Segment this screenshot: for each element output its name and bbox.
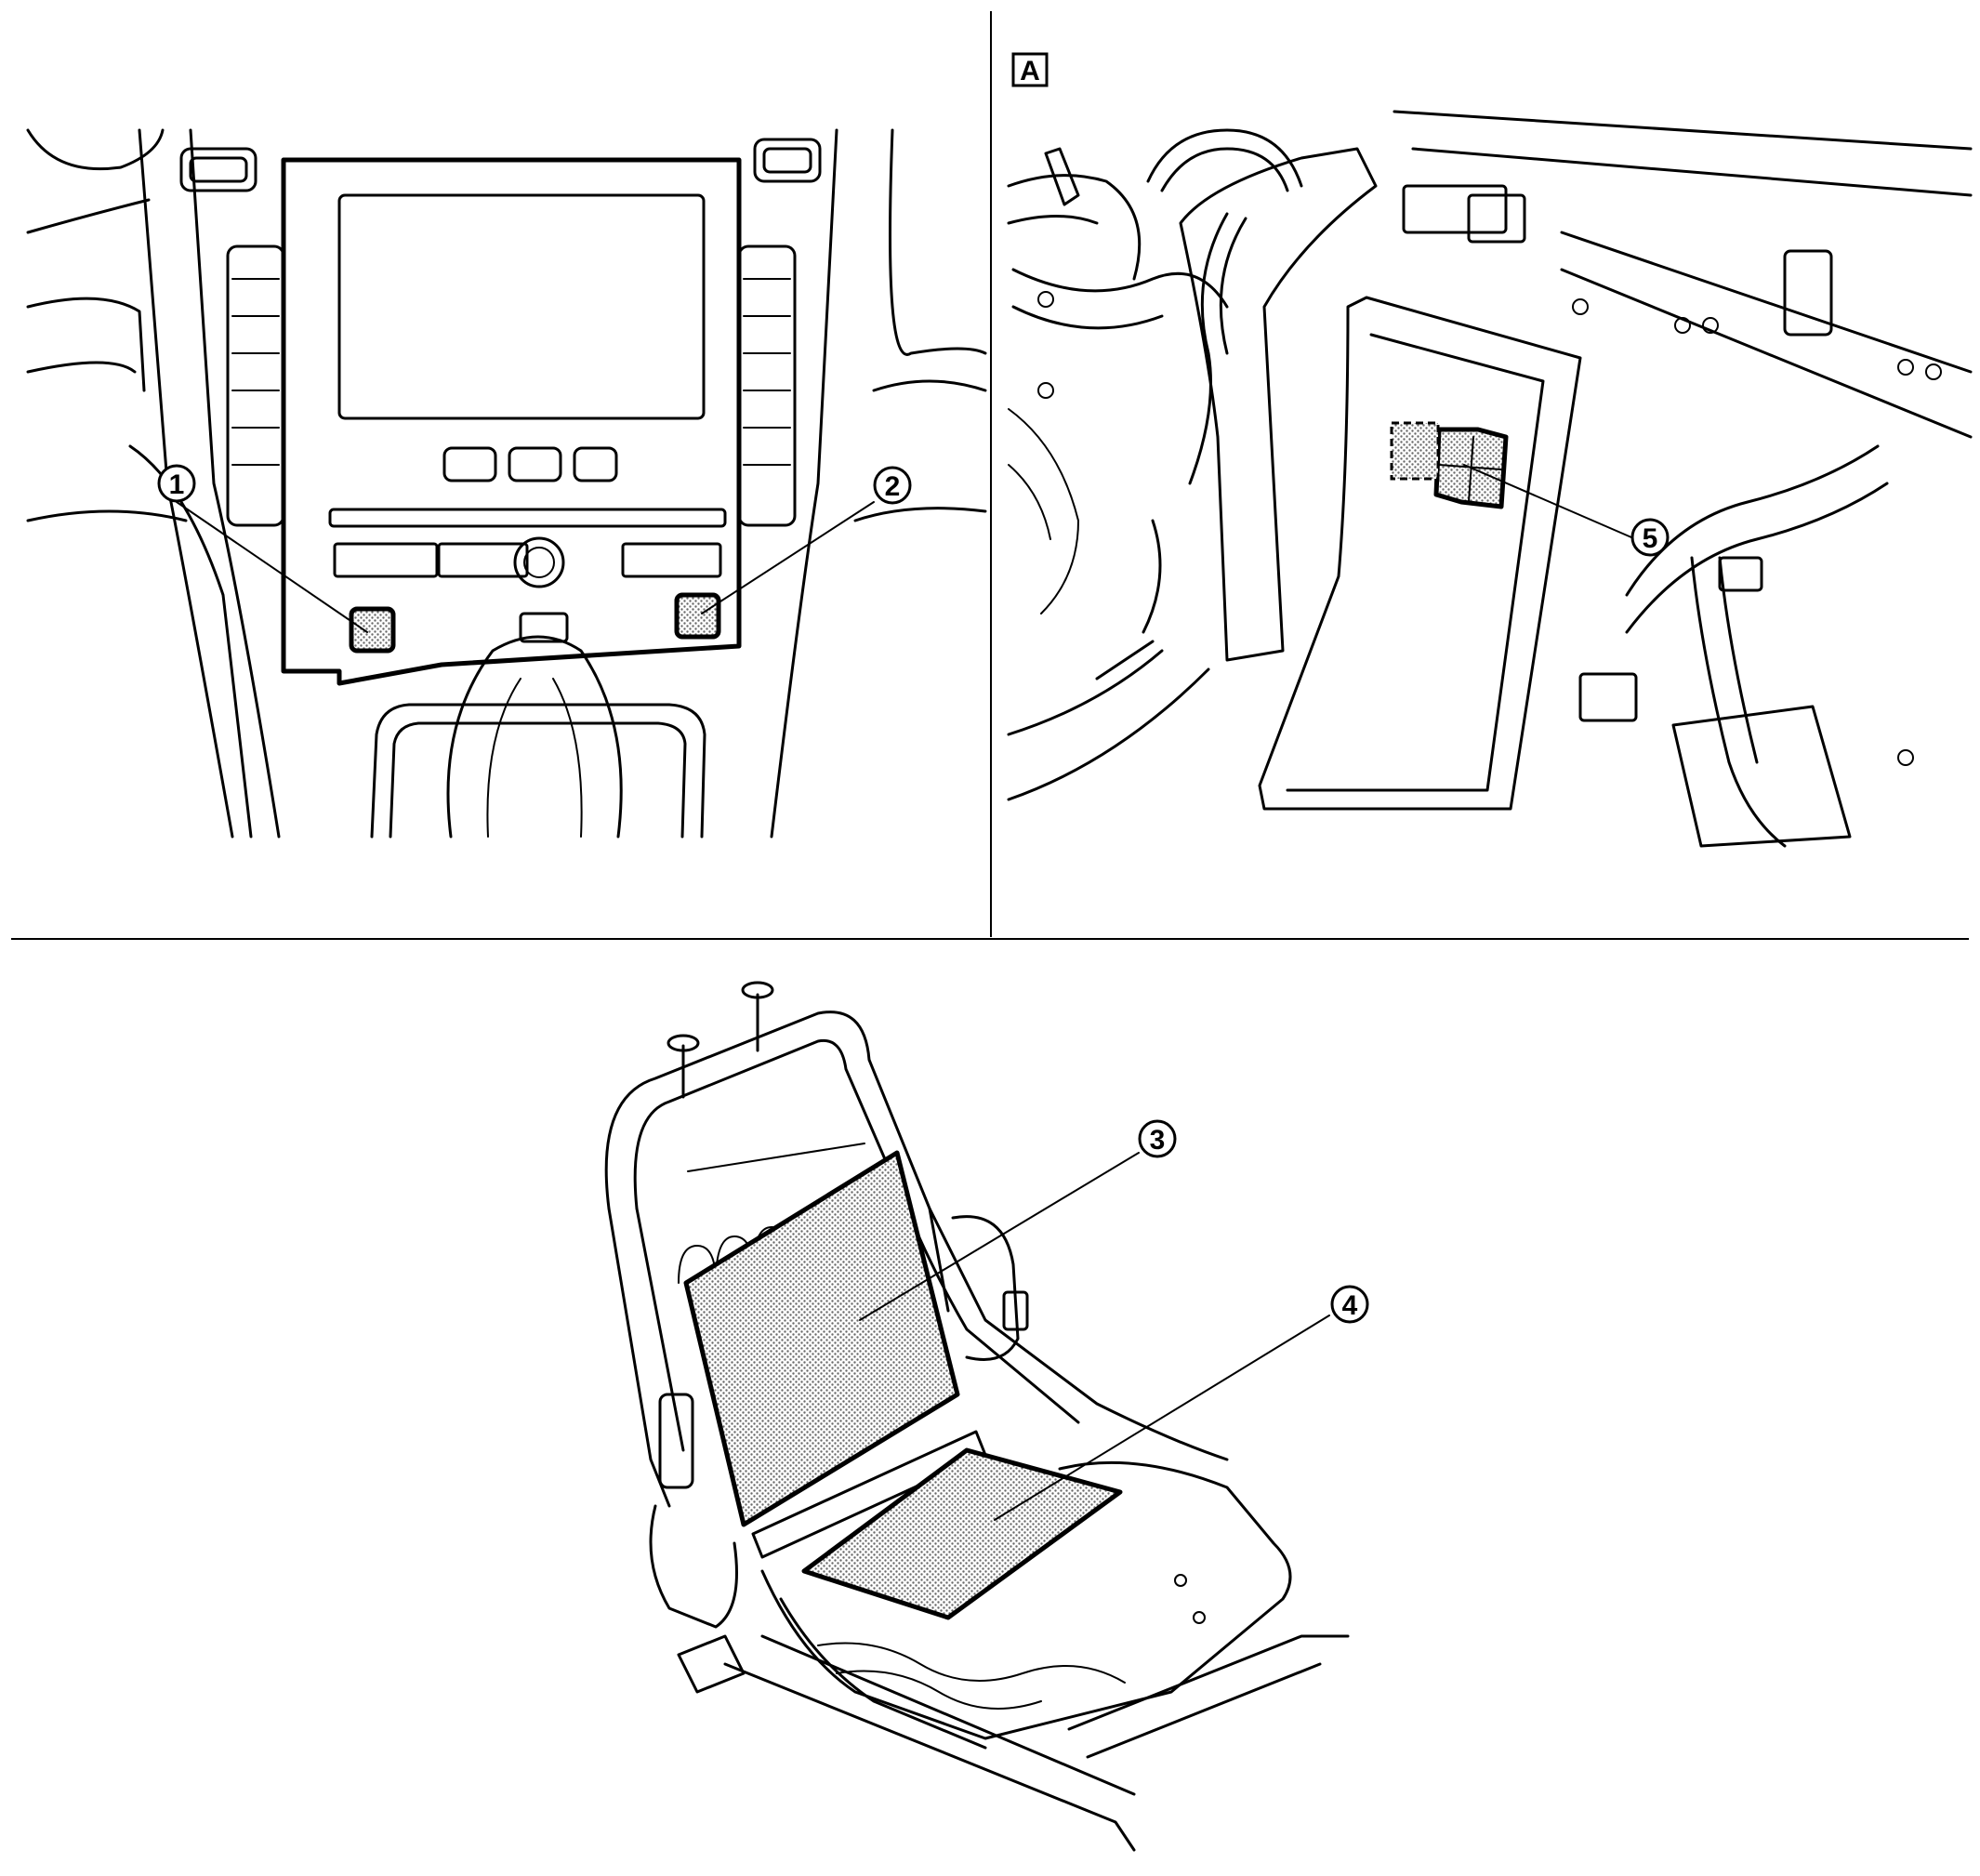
- callout-2: 2: [873, 466, 912, 505]
- callout-4: 4: [1330, 1285, 1369, 1324]
- callout-5: 5: [1630, 518, 1670, 557]
- view-a-label: A: [1011, 52, 1049, 87]
- seat-frame-illustration: [604, 981, 1350, 1852]
- svg-text:4: 4: [1342, 1290, 1358, 1321]
- cushion-heater: [801, 1447, 1123, 1620]
- callout-3: 3: [1138, 1119, 1177, 1158]
- callout-1: 1: [157, 464, 196, 503]
- seat-heater-switch-left: [349, 606, 396, 654]
- svg-text:5: 5: [1643, 523, 1658, 554]
- center-console-illustration: [26, 128, 987, 839]
- svg-text:1: 1: [169, 469, 185, 500]
- svg-text:2: 2: [885, 471, 901, 502]
- svg-text:3: 3: [1150, 1125, 1166, 1156]
- svg-text:A: A: [1020, 56, 1040, 86]
- under-dash-harness-illustration: [1007, 110, 1973, 848]
- seat-heater-switch-right: [674, 592, 721, 640]
- seatback-heater: [683, 1150, 960, 1527]
